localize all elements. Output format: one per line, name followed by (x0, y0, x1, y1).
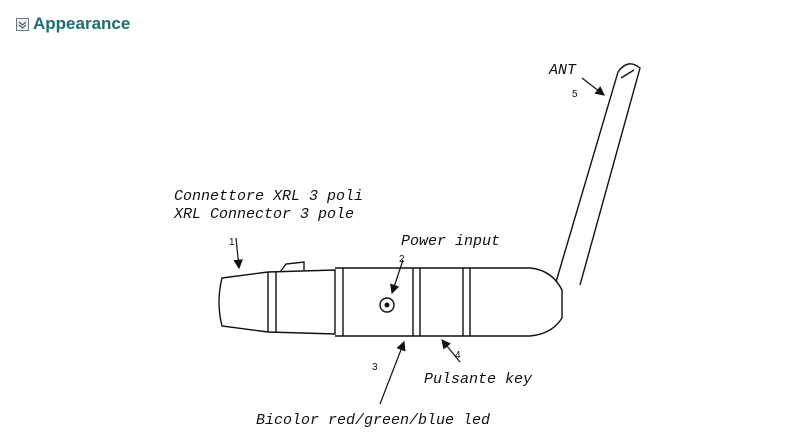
section-title: Appearance (33, 14, 131, 33)
label-connector-it: Connettore XRL 3 poli (174, 188, 363, 205)
power-input-jack (379, 297, 395, 313)
callout-arrow-4 (441, 339, 461, 363)
callout-arrow-1 (233, 237, 243, 270)
callout-number-2: 2 (399, 254, 405, 265)
callout-number-3: 3 (372, 362, 378, 373)
label-led: Bicolor red/green/blue led (256, 412, 490, 429)
collapse-icon[interactable] (16, 17, 29, 31)
callout-number-1: 1 (229, 237, 235, 248)
callout-number-5: 5 (572, 89, 578, 100)
callout-arrow-2 (390, 259, 404, 295)
callout-arrow-5 (581, 77, 605, 96)
callout-arrow-3 (379, 340, 406, 405)
antenna (555, 63, 641, 286)
label-pulsante-key: Pulsante key (424, 371, 533, 388)
section-header: Appearance (16, 14, 130, 34)
callout-number-4: 4 (455, 350, 461, 361)
device-body (335, 267, 563, 337)
label-connector-en: XRL Connector 3 pole (173, 206, 354, 223)
label-ant: ANT (548, 62, 577, 79)
xlr-connector (218, 261, 336, 335)
label-power-input: Power input (401, 233, 500, 250)
